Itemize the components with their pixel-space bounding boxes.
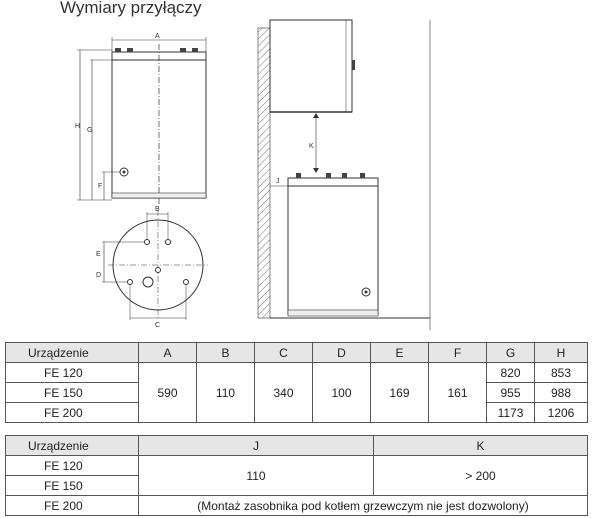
header-b: B [196, 342, 255, 363]
page-title: Wymiary przyłączy [60, 0, 202, 17]
header-device: Urządzenie [5, 435, 139, 456]
header-g: G [486, 342, 535, 363]
header-a: A [138, 342, 197, 363]
device-name: FE 150 [5, 382, 139, 403]
value-h: 853 [534, 362, 588, 383]
value-d: 100 [312, 362, 371, 423]
device-name: FE 200 [5, 495, 139, 516]
tank-front-view: A H G F [75, 33, 207, 204]
table-row: FE 120 110 > 200 [5, 455, 588, 496]
header-k: K [373, 435, 588, 456]
value-b: 110 [196, 362, 255, 423]
device-name: FE 150 [5, 475, 139, 496]
value-j: 110 [138, 455, 374, 496]
connection-dimensions-diagram: A H G F B C E [75, 19, 431, 330]
value-h: 1206 [534, 402, 588, 423]
table-header-row: Urządzenie A B C D E F G H [5, 342, 588, 363]
header-d: D [312, 342, 371, 363]
header-f: F [428, 342, 487, 363]
header-e: E [370, 342, 429, 363]
device-name: FE 120 [5, 455, 139, 476]
dim-label-h: H [75, 123, 80, 130]
value-h: 988 [534, 382, 588, 403]
table-row: FE 200 (Montaż zasobnika pod kotłem grze… [5, 495, 588, 516]
value-g: 820 [486, 362, 535, 383]
dim-label-k: K [309, 143, 314, 150]
value-g: 955 [486, 382, 535, 403]
device-name: FE 120 [5, 362, 139, 383]
value-c: 340 [254, 362, 313, 423]
value-a: 590 [138, 362, 197, 423]
dim-label-g: G [87, 127, 92, 134]
table-row: FE 150 955 988 [5, 382, 588, 403]
dimensions-table: Urządzenie A B C D E F G H FE 120 590 11… [5, 342, 588, 423]
table-row: FE 120 590 110 340 100 169 161 820 853 [5, 362, 588, 423]
dim-label-a: A [155, 33, 160, 40]
installation-note: (Montaż zasobnika pod kotłem grzewczym n… [138, 495, 588, 516]
table-row: FE 200 1173 1206 [5, 402, 588, 423]
value-e: 169 [370, 362, 429, 423]
dim-label-f: F [98, 183, 102, 190]
clearance-table: Urządzenie J K FE 120 110 > 200 FE 150 F… [5, 435, 588, 516]
tank-top-view: B C E D [96, 206, 208, 329]
table-header-row: Urządzenie J K [5, 435, 588, 456]
value-g: 1173 [486, 402, 535, 423]
header-c: C [254, 342, 313, 363]
device-name: FE 200 [5, 402, 139, 423]
dim-label-d: D [96, 272, 101, 279]
dim-label-c: C [155, 322, 160, 329]
value-f: 161 [428, 362, 487, 423]
dim-label-j: J [276, 178, 280, 185]
header-device: Urządzenie [5, 342, 139, 363]
value-k: > 200 [373, 455, 588, 496]
header-h: H [534, 342, 588, 363]
header-j: J [138, 435, 374, 456]
dim-label-e: E [96, 251, 101, 258]
installation-view: K J [257, 19, 431, 330]
dim-label-b: B [155, 206, 160, 213]
